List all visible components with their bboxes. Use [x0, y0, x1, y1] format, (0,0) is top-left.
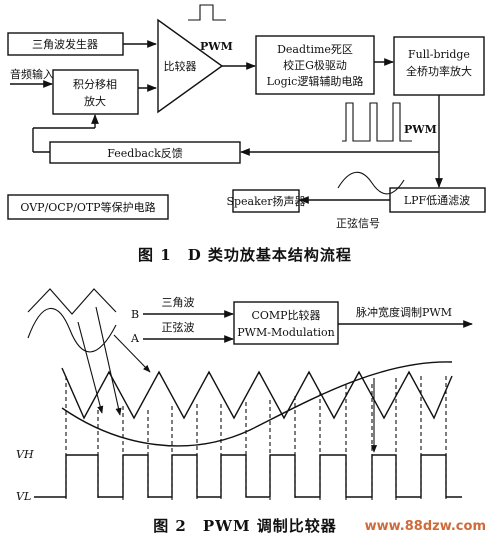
input-b-label: B — [131, 308, 139, 321]
fullbridge-label-1: Full-bridge — [408, 48, 470, 61]
integrator-box — [52, 69, 139, 115]
output-label: 脉冲宽度调制PWM — [356, 305, 452, 319]
sine-signal-wave — [337, 171, 405, 195]
comp-label-2: PWM-Modulation — [237, 326, 334, 339]
deadtime-box — [255, 35, 375, 95]
modulating-sine-wave — [61, 361, 453, 447]
speaker-label: Speaker扬声器 — [226, 194, 305, 208]
mini-triangle-wave — [27, 288, 117, 315]
mini-sine-wave — [27, 307, 117, 353]
guide-arrow-sine — [95, 306, 122, 416]
pwm-pulse-top — [188, 4, 226, 21]
protection-label: OVP/OCP/OTP等保护电路 — [20, 200, 155, 214]
pwm-output-waveform — [34, 454, 462, 498]
input-a-label: A — [130, 332, 140, 345]
deadtime-label-3: Logic逻辑辅助电路 — [267, 74, 364, 88]
lpf-label: LPF低通滤波 — [404, 194, 470, 207]
comp-box — [233, 301, 339, 345]
integrator-label-1: 积分移相 — [73, 78, 117, 91]
vh-label: VH — [16, 448, 34, 461]
sine-wave-label: 正弦波 — [162, 320, 195, 334]
triangle-wave-label: 三角波 — [162, 296, 195, 309]
guide-arrow-triangle — [77, 321, 104, 414]
figure-2-pwm-comparator: B A 三角波 正弦波 COMP比较器 PWM-Modulation 脉冲宽度调… — [16, 288, 473, 503]
carrier-triangle-wave — [61, 367, 453, 420]
pwm-label-mid: PWM — [404, 123, 437, 136]
comparator-triangle — [157, 18, 224, 114]
figure-1-caption: 图 1 D 类功放基本结构流程 — [138, 246, 352, 264]
figure-1-block-diagram: 三角波发生器 音频输入 积分移相 放大 比较器 PWM Deadtime死区 校… — [7, 4, 486, 230]
fullbridge-label-2: 全桥功率放大 — [406, 64, 472, 78]
pwm-label-top: PWM — [200, 40, 233, 53]
speaker-box — [232, 189, 300, 213]
deadtime-label-1: Deadtime死区 — [277, 43, 353, 56]
figure-2-caption: 图 2 PWM 调制比较器 — [153, 517, 337, 535]
lpf-box — [389, 187, 486, 213]
guide-arrow-tri2 — [113, 334, 151, 373]
site-watermark: www.88dzw.com — [365, 519, 486, 534]
vl-label: VL — [16, 490, 31, 503]
comparator-label: 比较器 — [164, 59, 197, 73]
deadtime-label-2: 校正G极驱动 — [283, 58, 347, 72]
audio-input-label: 音频输入 — [10, 67, 54, 81]
pwm-pulse-train — [342, 102, 412, 142]
integrator-label-2: 放大 — [84, 94, 106, 108]
sine-signal-label: 正弦信号 — [336, 216, 380, 230]
triangle-generator-label: 三角波发生器 — [32, 37, 98, 51]
feedback-label: Feedback反馈 — [107, 147, 183, 160]
protection-box — [7, 194, 169, 220]
comp-label-1: COMP比较器 — [251, 308, 320, 322]
